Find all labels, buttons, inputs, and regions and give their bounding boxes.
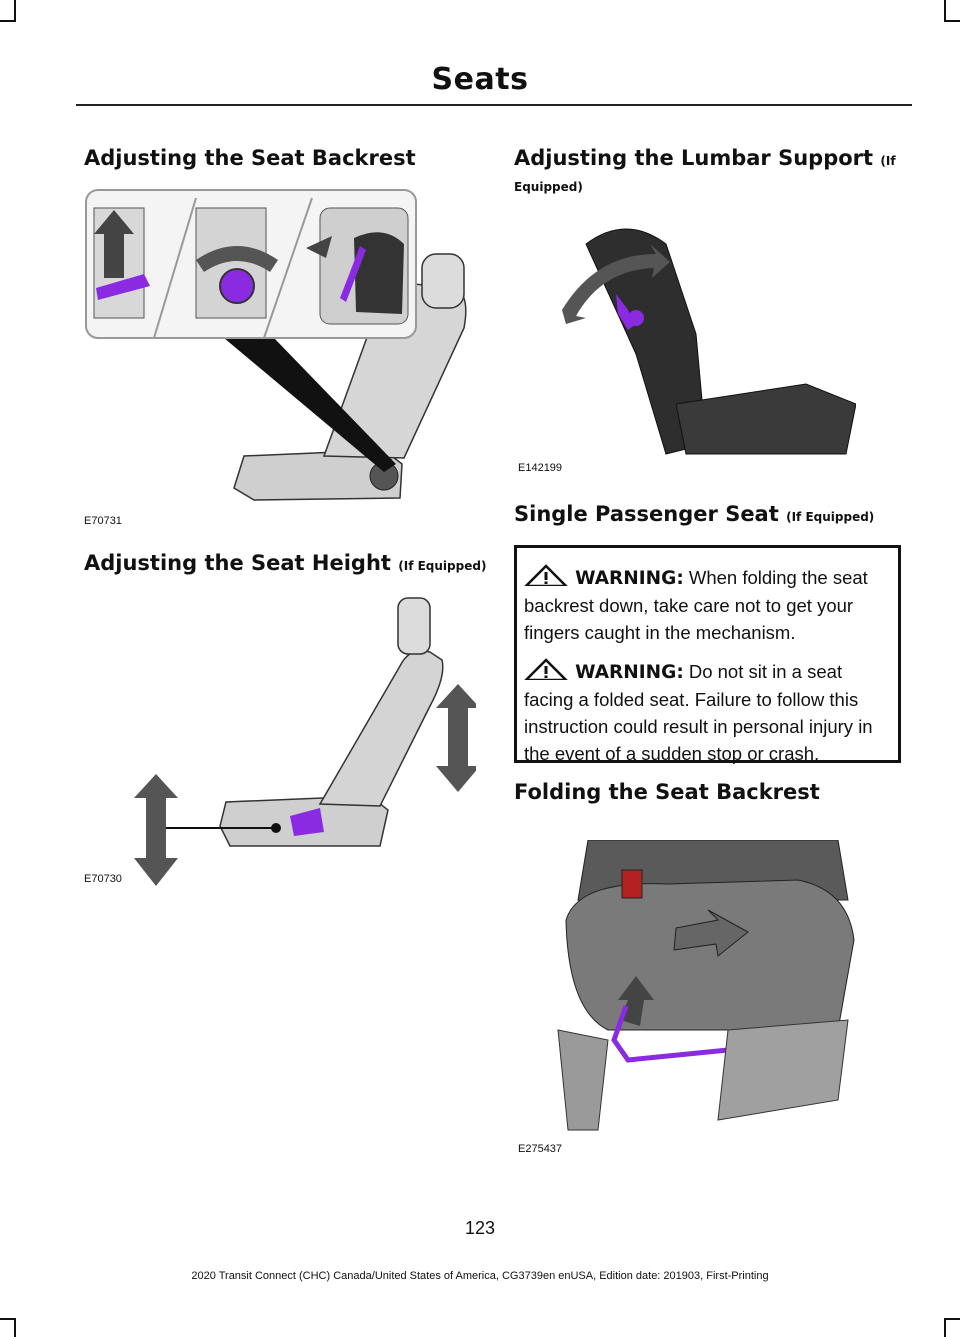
folding-heading: Folding the Seat Backrest — [514, 780, 820, 804]
figure-id: E70730 — [84, 873, 122, 885]
figure-id: E142199 — [518, 462, 563, 474]
folding-backrest-illustration — [557, 840, 855, 1131]
warning-triangle-icon — [524, 564, 568, 586]
single-passenger-heading: Single Passenger Seat (If Equipped) — [514, 502, 875, 526]
backrest-heading: Adjusting the Seat Backrest — [84, 146, 416, 170]
crop-mark — [14, 1318, 16, 1337]
footer-text: 2020 Transit Connect (CHC) Canada/United… — [191, 1270, 769, 1282]
page-number: 123 — [464, 1218, 496, 1238]
crop-mark — [0, 1318, 16, 1320]
height-heading: Adjusting the Seat Height (If Equipped) — [84, 551, 487, 575]
figure-id: E70731 — [84, 515, 122, 527]
crop-mark — [944, 1318, 946, 1337]
warning-item: WARNING: Do not sit in a seat facing a f… — [524, 658, 890, 767]
warning-item: WARNING: When folding the seat backrest … — [524, 564, 890, 646]
crop-mark — [944, 20, 960, 22]
warning-box: WARNING: When folding the seat backrest … — [514, 545, 901, 764]
figure-id: E275437 — [518, 1143, 563, 1155]
seat-height-illustration — [134, 597, 476, 886]
crop-mark — [944, 0, 946, 22]
header-rule — [76, 104, 912, 106]
lumbar-support-illustration — [562, 228, 856, 455]
crop-mark — [0, 20, 16, 22]
lumbar-heading-note: Equipped) — [514, 180, 583, 194]
warning-triangle-icon — [524, 658, 568, 680]
lumbar-heading: Adjusting the Lumbar Support (If — [514, 146, 896, 170]
crop-mark — [944, 1318, 960, 1320]
seat-backrest-illustration — [85, 189, 467, 501]
page-title: Seats — [431, 62, 529, 97]
crop-mark — [14, 0, 16, 22]
